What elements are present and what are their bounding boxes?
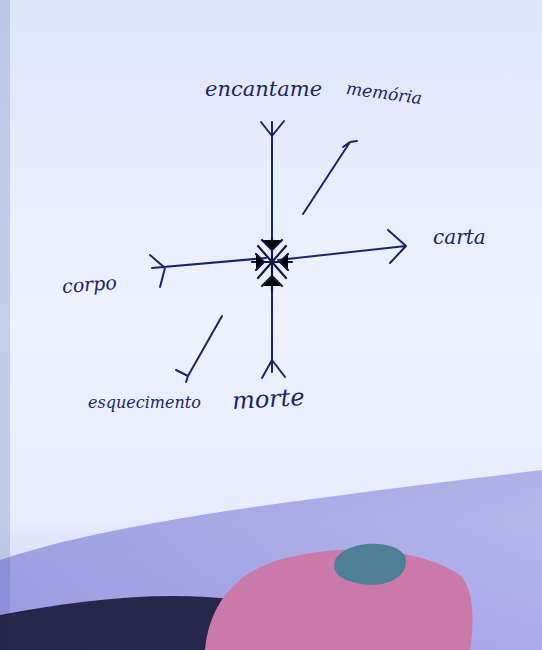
paper-edge [0, 0, 10, 650]
ray-label: carta [433, 226, 486, 248]
central-star [252, 238, 292, 292]
ray-label: corpo [61, 272, 117, 297]
ray-label: encantame [205, 78, 322, 101]
ray-label: morte [231, 384, 305, 414]
ray-label: esquecimento [88, 394, 201, 412]
ray-lines [150, 121, 406, 382]
thumb-nail [334, 544, 406, 585]
dark-shadow [0, 596, 240, 650]
shadow [0, 470, 542, 650]
